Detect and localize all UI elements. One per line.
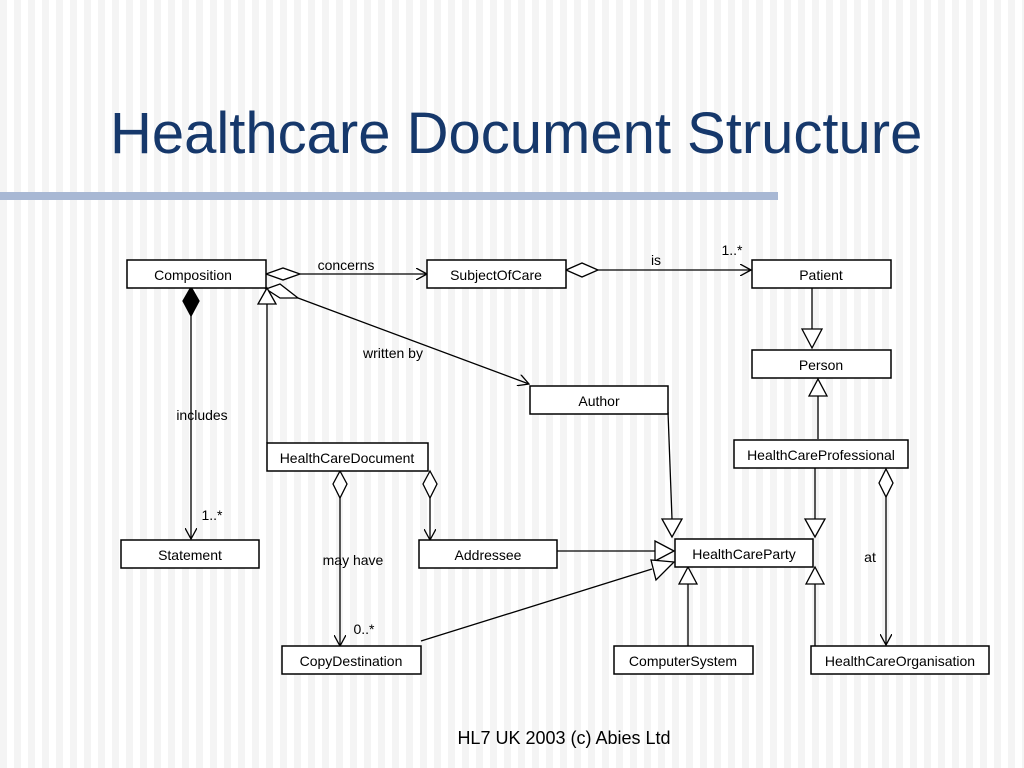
composition-diamond-includes — [182, 285, 200, 318]
svg-text:Addressee: Addressee — [455, 547, 522, 563]
edge-copydestination-healthcareparty — [420, 568, 653, 642]
class-addressee: Addressee — [418, 539, 558, 569]
class-patient: Patient — [751, 259, 892, 289]
aggregation-diamond-concerns — [264, 267, 302, 281]
svg-text:HealthCareProfessional: HealthCareProfessional — [747, 447, 895, 463]
class-healthcareorganisation: HealthCareOrganisation — [810, 645, 990, 675]
slide-title: Healthcare Document Structure — [110, 101, 923, 166]
aggregation-diamond-written-by — [264, 283, 300, 299]
class-computersystem: ComputerSystem — [613, 645, 754, 675]
class-subjectofcare: SubjectOfCare — [426, 259, 567, 289]
label-may-have: may have — [323, 552, 384, 568]
class-person: Person — [751, 349, 892, 379]
generalization-triangle-party-from-addressee — [654, 539, 676, 563]
aggregation-diamond-may-have — [332, 469, 348, 500]
svg-text:ComputerSystem: ComputerSystem — [629, 653, 737, 669]
class-statement: Statement — [120, 539, 260, 569]
svg-text:CopyDestination: CopyDestination — [300, 653, 403, 669]
footer-text: HL7 UK 2003 (c) Abies Ltd — [457, 728, 671, 748]
label-at: at — [864, 549, 876, 565]
label-is: is — [651, 252, 661, 268]
generalization-triangle-party-from-organisation — [804, 565, 826, 585]
generalization-triangle-party-from-professional — [803, 518, 827, 539]
generalization-triangle-party-from-computersystem — [677, 565, 699, 585]
class-healthcaredocument: HealthCareDocument — [266, 442, 429, 472]
svg-text:Person: Person — [799, 357, 843, 373]
svg-text:SubjectOfCare: SubjectOfCare — [450, 267, 542, 283]
generalization-triangle-composition — [256, 286, 278, 305]
generalization-triangle-party-from-author — [660, 518, 684, 539]
label-includes: includes — [176, 407, 227, 423]
class-healthcareprofessional: HealthCareProfessional — [733, 439, 909, 469]
generalization-triangle-party-from-copydestination — [650, 559, 676, 582]
label-patient-multiplicity: 1..* — [721, 242, 743, 258]
generalization-triangle-person-from-patient — [800, 328, 824, 350]
aggregation-diamond-is — [564, 262, 600, 278]
svg-text:HealthCareDocument: HealthCareDocument — [280, 450, 415, 466]
svg-text:HealthCareOrganisation: HealthCareOrganisation — [825, 653, 975, 669]
slide-footer: HL7 UK 2003 (c) Abies Ltd — [0, 728, 1024, 749]
edge-composition-author — [297, 297, 529, 384]
svg-text:Composition: Composition — [154, 267, 232, 283]
label-copy-multiplicity: 0..* — [353, 621, 375, 637]
class-author: Author — [529, 385, 669, 415]
class-composition: Composition — [126, 259, 267, 289]
class-copydestination: CopyDestination — [281, 645, 422, 675]
edge-author-healthcareparty — [667, 411, 673, 520]
aggregation-diamond-at — [878, 467, 894, 499]
svg-text:HealthCareParty: HealthCareParty — [692, 546, 796, 562]
svg-text:Patient: Patient — [799, 267, 843, 283]
label-written-by: written by — [362, 345, 423, 361]
class-healthcareparty: HealthCareParty — [674, 538, 814, 568]
svg-text:Author: Author — [578, 393, 620, 409]
generalization-triangle-person-from-professional — [807, 377, 829, 397]
label-statement-multiplicity: 1..* — [201, 507, 223, 523]
label-concerns: concerns — [318, 257, 375, 273]
aggregation-diamond-addressee — [422, 469, 438, 500]
svg-text:Statement: Statement — [158, 547, 222, 563]
title-divider — [0, 192, 778, 200]
